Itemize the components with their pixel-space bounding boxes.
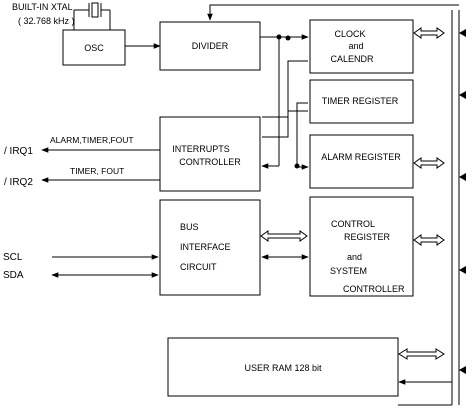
junction-dot: [285, 35, 291, 41]
crystal-label: BUILT-IN XTAL: [12, 2, 73, 12]
control-label-line3: and: [347, 252, 362, 262]
interrupts-label-line1: INTERRUPTS: [172, 144, 230, 154]
clock-calendar-block: [309, 19, 414, 74]
divider-block: [159, 21, 261, 71]
ram-bus-arrow: [398, 348, 445, 360]
crystal-frequency: ( 32.768 kHz ): [18, 16, 75, 26]
clock-bus-arrow: [413, 27, 445, 39]
junction-dot: [294, 163, 300, 169]
control-bus-arrow: [413, 234, 445, 246]
crystal-symbol: [73, 2, 111, 30]
alarm-register-label: ALARM REGISTER: [321, 152, 401, 162]
alarm-bus-arrow: [413, 157, 445, 169]
bus-interface-block: [159, 199, 261, 296]
clock-label-line1: CLOCK: [334, 29, 365, 39]
clock-label-line2: and: [348, 41, 363, 51]
control-label-line2: REGISTER: [344, 232, 391, 242]
junction-dot: [276, 34, 282, 40]
user-ram-label: USER RAM 128 bit: [244, 363, 322, 373]
control-label-line5: CONTROLLER: [343, 284, 405, 294]
bus-label-line1: BUS: [180, 222, 199, 232]
alarm-register-block: [309, 134, 414, 189]
timer-register-label: TIMER REGISTER: [322, 96, 399, 106]
bus-control-arrow: [260, 230, 308, 242]
scl-pin-label: SCL: [3, 252, 23, 263]
interrupts-controller-block: [159, 116, 261, 192]
register-interconnect-lines: [262, 60, 309, 170]
control-label-line4: SYSTEM: [330, 266, 367, 276]
bus-label-line3: CIRCUIT: [180, 262, 217, 272]
control-label-line1: CONTROL: [331, 219, 375, 229]
timer-register-block: [309, 79, 414, 124]
interrupts-label-line2: CONTROLLER: [179, 157, 241, 167]
divider-label: DIVIDER: [192, 41, 229, 51]
sda-pin-label: SDA: [3, 270, 24, 281]
bus-label-line2: INTERFACE: [180, 242, 231, 252]
irq2-sources-label: TIMER, FOUT: [70, 166, 124, 176]
user-ram-block: [167, 337, 399, 397]
osc-label: OSC: [84, 43, 104, 53]
irq1-pin-label: / IRQ1: [4, 146, 33, 157]
bus-tap-arrows: [459, 29, 466, 374]
clock-label-line3: CALENDR: [330, 54, 374, 64]
irq2-pin-label: / IRQ2: [4, 177, 33, 188]
divider-fanout-lines: [260, 34, 309, 169]
osc-block: [62, 29, 126, 66]
bus-to-divider-line: [207, 4, 459, 21]
control-register-block: [309, 196, 414, 297]
irq1-sources-label: ALARM,TIMER,FOUT: [50, 135, 134, 145]
